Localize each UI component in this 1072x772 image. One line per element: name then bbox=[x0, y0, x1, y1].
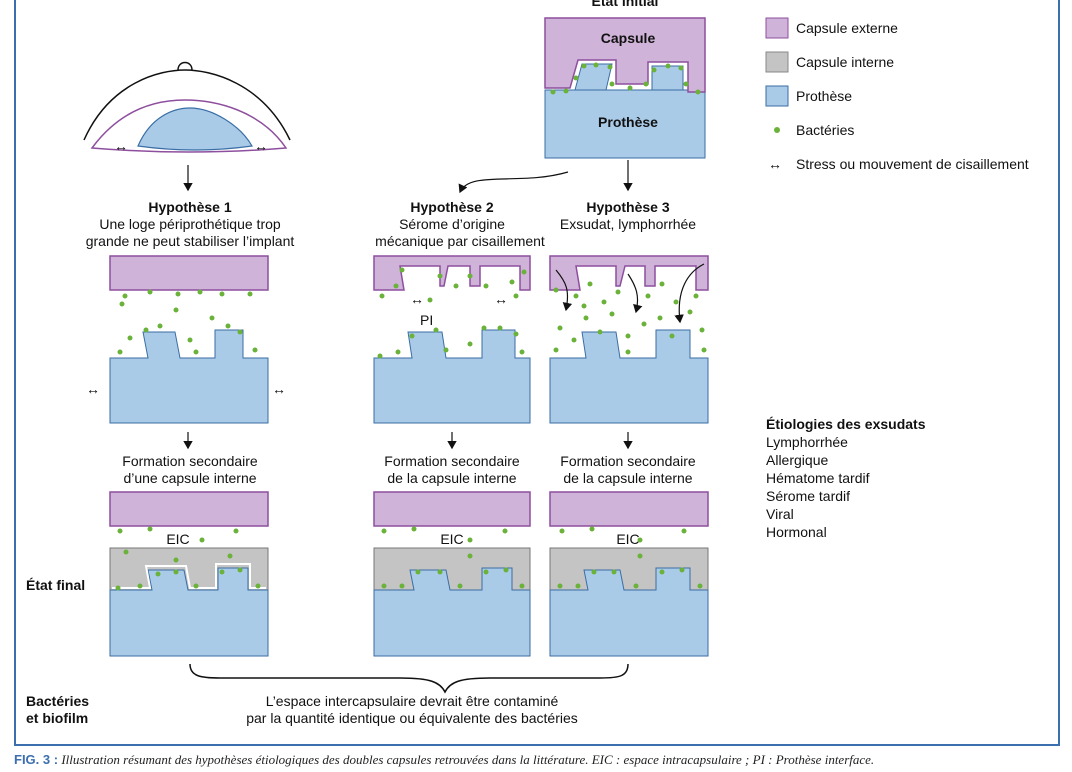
etat-initial-title: État initial bbox=[592, 0, 659, 9]
h3-flow-arrow-2 bbox=[627, 273, 643, 314]
h1-bacteria bbox=[117, 289, 258, 355]
c1-formation-line2: d’une capsule interne bbox=[123, 470, 256, 486]
c3-final-capsule bbox=[549, 491, 709, 527]
h2-bacteria bbox=[377, 267, 527, 359]
h3-mid-diagram bbox=[549, 255, 709, 424]
etiologies-list: Étiologies des exsudats Lymphorrhée Alle… bbox=[766, 416, 926, 540]
h1-capsule bbox=[109, 255, 269, 291]
h3-line1: Exsudat, lymphorrhée bbox=[560, 216, 696, 232]
bottom-text-line1: L’espace intercapsulaire devrait être co… bbox=[266, 693, 559, 709]
h2-title: Hypothèse 2 bbox=[410, 199, 493, 215]
h3-flow-arrow-3 bbox=[674, 263, 705, 324]
h1-line2: grande ne peut stabiliser l’implant bbox=[86, 233, 295, 249]
diagram-canvas: État initial Capsule Prothèse Capsule ex… bbox=[26, 0, 1029, 726]
c1-eic-label: EIC bbox=[166, 531, 189, 547]
figure-border bbox=[14, 0, 1060, 746]
initial-state-block: Capsule Prothèse bbox=[544, 17, 706, 159]
h2-line1: Sérome d’origine bbox=[399, 216, 505, 232]
figure-caption: FIG. 3 : Illustration résumant des hypot… bbox=[14, 752, 1070, 770]
bottom-text-line2: par la quantité identique ou équivalente… bbox=[246, 710, 578, 726]
purple-square-icon bbox=[765, 17, 789, 39]
c2-final-prothese bbox=[373, 567, 531, 657]
bottom-label-line2: et biofilm bbox=[26, 710, 88, 726]
initial-capsule-label: Capsule bbox=[601, 30, 656, 46]
etiologie-item: Hormonal bbox=[766, 524, 827, 540]
c1-final-prothese bbox=[109, 567, 269, 657]
breast-arrow-right: ↔ bbox=[254, 138, 268, 154]
caption-text: Illustration résumant des hypothèses éti… bbox=[61, 752, 875, 767]
h3-flow-arrow-1 bbox=[555, 269, 573, 312]
c1-final-bacteria bbox=[115, 526, 261, 591]
h3-bacteria bbox=[553, 281, 707, 355]
h1-prothese bbox=[109, 329, 269, 424]
breast-illustration: ↔ ↔ bbox=[83, 61, 291, 154]
h2-mid-diagram: ↔ ↔ PI bbox=[373, 255, 531, 424]
c2-final-capsule bbox=[373, 491, 531, 527]
blue-square-icon bbox=[765, 85, 789, 107]
c2-final-bacteria bbox=[381, 526, 525, 589]
h1-arrow-left: ↔ bbox=[86, 381, 100, 397]
etiologie-item: Viral bbox=[766, 506, 794, 522]
etiologie-item: Lymphorrhée bbox=[766, 434, 848, 450]
pi-label: PI bbox=[420, 312, 433, 328]
h1-title: Hypothèse 1 bbox=[148, 199, 231, 215]
h2-line2: mécanique par cisaillement bbox=[375, 233, 545, 249]
double-arrow-icon: ↔ bbox=[768, 156, 782, 172]
c1-formation-line1: Formation secondaire bbox=[122, 453, 258, 469]
legend-capsule-externe: Capsule externe bbox=[796, 20, 898, 36]
h2-arrow-left: ↔ bbox=[410, 291, 424, 307]
etat-final-label: État final bbox=[26, 577, 85, 593]
c3-final-bacteria bbox=[557, 526, 703, 589]
legend-stress: Stress ou mouvement de cisaillement bbox=[796, 156, 1029, 172]
c3-final-diagram: EIC bbox=[549, 491, 709, 657]
etiologie-item: Sérome tardif bbox=[766, 488, 850, 504]
initial-prothese-body bbox=[544, 89, 706, 159]
h3-title: Hypothèse 3 bbox=[586, 199, 669, 215]
arrow-to-h2 bbox=[458, 171, 569, 194]
c3-final-prothese bbox=[549, 567, 709, 657]
c2-final-diagram: EIC bbox=[373, 491, 531, 657]
h3-prothese bbox=[549, 329, 709, 424]
legend: Capsule externe Capsule interne Prothèse… bbox=[765, 17, 1029, 172]
h1-mid-diagram: ↔ ↔ bbox=[86, 255, 286, 424]
legend-prothese: Prothèse bbox=[796, 88, 852, 104]
etiologie-item: Hématome tardif bbox=[766, 470, 870, 486]
breast-arrow-left: ↔ bbox=[114, 138, 128, 154]
green-dot-icon bbox=[774, 127, 780, 133]
c3-eic-label: EIC bbox=[616, 531, 639, 547]
etiologies-title: Étiologies des exsudats bbox=[766, 416, 926, 432]
bottom-brace bbox=[189, 663, 629, 694]
h3-capsule bbox=[549, 255, 709, 291]
c1-final-capsule bbox=[109, 491, 269, 527]
h1-arrow-right: ↔ bbox=[272, 381, 286, 397]
h1-line1: Une loge périprothétique trop bbox=[99, 216, 281, 232]
h2-capsule bbox=[373, 255, 531, 291]
c2-formation-line2: de la capsule interne bbox=[387, 470, 516, 486]
legend-bacteries: Bactéries bbox=[796, 122, 854, 138]
initial-prothese-label: Prothèse bbox=[598, 114, 658, 130]
c2-formation-line1: Formation secondaire bbox=[384, 453, 520, 469]
c1-final-diagram: EIC bbox=[109, 491, 269, 657]
gray-square-icon bbox=[765, 51, 789, 73]
c3-formation-line1: Formation secondaire bbox=[560, 453, 696, 469]
c3-formation-line2: de la capsule interne bbox=[563, 470, 692, 486]
h2-arrow-right: ↔ bbox=[494, 291, 508, 307]
caption-label: FIG. 3 : bbox=[14, 752, 59, 767]
bottom-label-line1: Bactéries bbox=[26, 693, 89, 709]
c2-eic-label: EIC bbox=[440, 531, 463, 547]
legend-capsule-interne: Capsule interne bbox=[796, 54, 894, 70]
h2-prothese bbox=[373, 329, 531, 424]
initial-bacteria bbox=[550, 62, 701, 95]
c1-final-gap bbox=[112, 563, 266, 589]
etiologie-item: Allergique bbox=[766, 452, 828, 468]
